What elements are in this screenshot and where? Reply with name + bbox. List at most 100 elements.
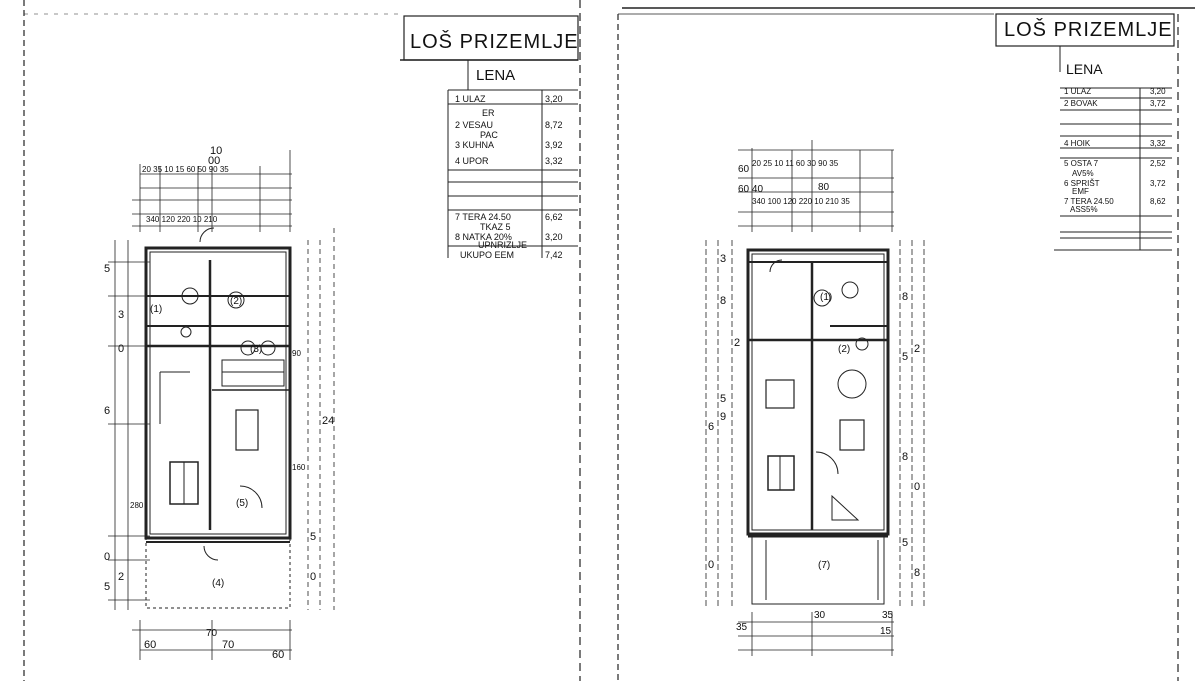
left-side-dim: 2 [118, 571, 124, 583]
right-row-value: 2,52 [1150, 159, 1166, 168]
left-bottom-dim: 70 [222, 639, 234, 651]
right-sheet [617, 7, 1195, 681]
right-top-dim: 60 [738, 164, 750, 175]
right-row-value: 3,20 [1150, 87, 1166, 96]
right-row-value: 3,72 [1150, 99, 1166, 108]
left-sub-label: PAC [480, 130, 498, 140]
right-side-dim: 8 [902, 291, 908, 303]
right-top-dimension-chain [738, 140, 894, 232]
right-bottom-dim: 15 [880, 626, 892, 637]
left-bottom-dim: 60 [144, 639, 156, 651]
right-row-value: 3,72 [1150, 179, 1166, 188]
right-side-dim: 160 [292, 463, 306, 472]
left-top-dim: 20 35 10 15 60 50 90 35 [142, 165, 229, 174]
left-row-value: 3,32 [545, 156, 563, 166]
left-sheet-title: LOŠ PRIZEMLJE [410, 30, 579, 53]
right-top-dim: 60 40 [738, 184, 763, 195]
right-side-dim: 0 [310, 571, 316, 583]
right-schedule-table [1054, 87, 1172, 251]
right-bottom-dim: 35 [736, 622, 748, 633]
left-side-dim: 0 [104, 551, 110, 563]
area-label: (1) [820, 292, 832, 303]
left-row-label: 7 TERA 24.50 [455, 212, 511, 222]
right-side-dim: 5 [902, 351, 908, 363]
right-side-dim: 24 [322, 415, 334, 427]
right-sheet-title: LOŠ PRIZEMLJE [1004, 18, 1173, 41]
right-side-dim: 2 [734, 337, 740, 349]
right-side-dim: 5 [310, 531, 316, 543]
right-side-dim: 3 [720, 253, 726, 265]
left-sub-label: ER [482, 108, 495, 118]
left-row-label: 8 NATKA 20% [455, 232, 512, 242]
left-table-header: LENA [476, 67, 515, 84]
right-bottom-dimension-chain [738, 612, 894, 656]
left-side-dim: 5 [104, 263, 110, 275]
left-top-dim: 00 [208, 155, 220, 167]
left-top-dim: 10 [210, 145, 222, 157]
left-side-dim: 3 [118, 309, 124, 321]
right-row-label: 2 BOVAK [1064, 99, 1098, 108]
right-right-dimension-chain [899, 240, 925, 606]
left-row-label: 4 UPOR [455, 156, 489, 166]
right-side-dim: 8 [902, 451, 908, 463]
right-sub-label: EMF [1072, 187, 1089, 196]
right-row-label: 4 HOIK [1064, 139, 1091, 148]
left-row-value: 8,72 [545, 120, 563, 130]
right-side-dim: 0 [708, 559, 714, 571]
right-top-dim: 80 [818, 182, 830, 193]
right-top-dim: 340 100 120 220 10 210 35 [752, 197, 850, 206]
right-side-dim: 5 [902, 537, 908, 549]
left-row-value: 3,92 [545, 140, 563, 150]
left-building-walls [144, 227, 292, 609]
area-label: (4) [212, 578, 224, 589]
left-row-value: 6,62 [545, 212, 563, 222]
left-top-dim: 340 120 220 10 210 [146, 215, 218, 224]
area-label: (7) [818, 560, 830, 571]
left-bottom-dim: 60 [272, 649, 284, 661]
right-top-dim: 20 25 10 11 60 30 90 35 [752, 159, 839, 168]
left-side-dim: 6 [104, 405, 110, 417]
left-side-dim: 0 [118, 343, 124, 355]
right-sheet-text: LOŠ PRIZEMLJE LENA 1 ULAZ 3,20 2 BOVAK 3… [708, 18, 1173, 637]
right-sub-label: ASS5% [1070, 205, 1098, 214]
right-left-dimension-chain [705, 240, 733, 606]
right-row-label: 1 ULAZ [1064, 87, 1091, 96]
right-side-dim: 90 [292, 349, 301, 358]
right-title-box [995, 13, 1175, 47]
left-top-dimension-chain [132, 150, 292, 232]
area-label: (3) [250, 344, 262, 355]
right-side-dim: 2 [914, 343, 920, 355]
left-row-value: 3,20 [545, 94, 563, 104]
right-side-dim: 8 [914, 567, 920, 579]
right-side-dim: 6 [708, 421, 714, 433]
left-side-dim: 5 [104, 581, 110, 593]
right-side-dim: 9 [720, 411, 726, 423]
left-side-dimension-chain [108, 240, 150, 610]
left-row-value: 3,20 [545, 232, 563, 242]
left-bottom-dim: 70 [206, 628, 218, 639]
right-bottom-dim: 30 [814, 610, 826, 621]
left-row-label: 3 KUHNA [455, 140, 494, 150]
area-label: (2) [838, 344, 850, 355]
left-sheet [23, 0, 581, 681]
left-sub-label: TKAZ 5 [480, 222, 511, 232]
right-bottom-dim: 35 [882, 610, 894, 621]
left-row-value: 7,42 [545, 250, 563, 260]
left-row-label: 2 VESAU [455, 120, 493, 130]
left-sheet-text: LOŠ PRIZEMLJE LENA 1 ULAZ 3,20 ER 2 VESA… [104, 30, 579, 661]
right-row-label: 6 SPRIŠT [1064, 179, 1100, 188]
left-bottom-dimension-chain [132, 620, 292, 660]
area-label: (5) [236, 498, 248, 509]
left-sub-label: UPNRIZLJE [478, 240, 527, 250]
right-building-walls [746, 248, 890, 605]
left-row-label: 1 ULAZ [455, 94, 486, 104]
right-sub-label: AV5% [1072, 169, 1094, 178]
right-row-value: 3,32 [1150, 139, 1166, 148]
right-side-dim: 8 [720, 295, 726, 307]
right-table-header: LENA [1066, 61, 1103, 77]
right-row-label: 7 TERA 24.50 [1064, 197, 1114, 206]
area-label: (1) [150, 304, 162, 315]
right-side-dim: 5 [720, 393, 726, 405]
right-row-value: 8,62 [1150, 197, 1166, 206]
